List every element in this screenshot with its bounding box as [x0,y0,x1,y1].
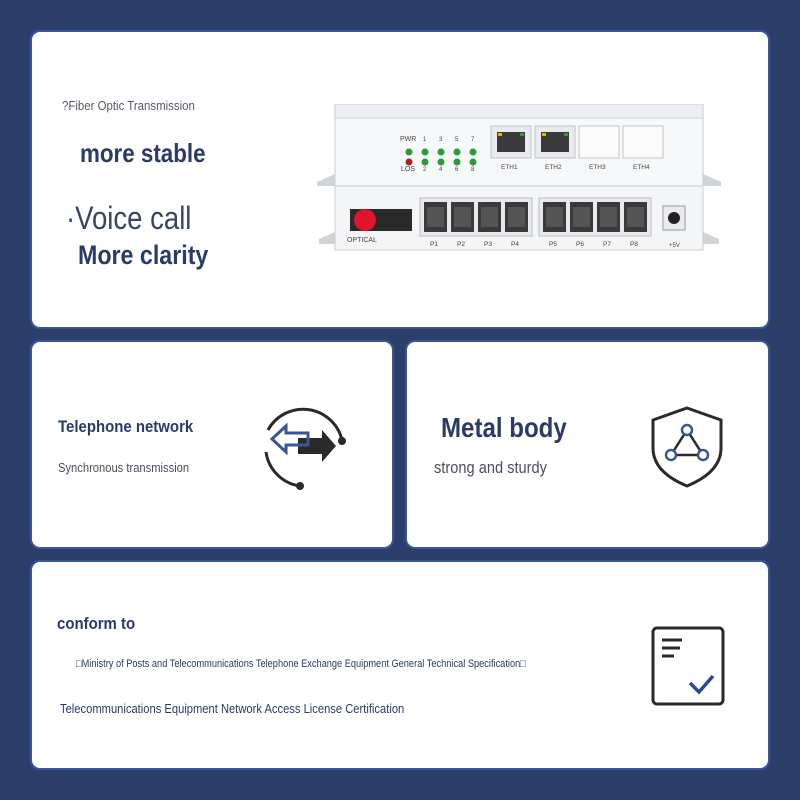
led-indicators: PWR LOS [400,136,416,173]
led-label: 2 [423,167,427,173]
channel-leds: 1 2 3 4 5 6 7 8 [421,137,477,173]
led-channel [469,148,477,156]
phone-port-label: P7 [603,241,611,248]
optical-connector [354,209,376,231]
rj11-socket [627,207,644,227]
port-led [498,133,502,136]
chassis-top [334,104,704,119]
mount-bracket [703,174,721,186]
conform-card: conform to □Ministry of Posts and Teleco… [30,560,770,770]
voice-call-label: ·Voice call [66,200,192,236]
metal-subtitle: strong and sturdy [434,458,547,477]
shield-triangle-icon [651,406,723,488]
led-channel [469,158,477,166]
port-led [564,133,568,136]
rj45-socket [497,132,525,152]
metal-body-card: Metal body strong and sturdy [405,340,770,549]
ethernet-port-label: ETH1 [501,164,518,171]
phone-port-label: P6 [576,241,584,248]
led-channel [453,158,461,166]
led-channel [453,148,461,156]
stable-label: more stable [80,138,206,168]
metal-title: Metal body [441,412,567,443]
device-image: PWR LOS 1 2 3 4 5 6 7 8 ETH1 ETH2 ETH3 ETH4 OPTICA… [317,104,721,251]
led-channel [421,148,429,156]
telephone-title: Telephone network [58,417,194,436]
led-label: 1 [423,137,427,143]
rj11-socket [454,207,471,227]
document-check-icon [651,626,725,706]
rj11-socket [508,207,525,227]
transfer-arrows-icon [264,407,346,490]
led-label: 6 [455,167,459,173]
led-channel [421,158,429,166]
mount-bracket [319,232,335,244]
phone-port-label: P3 [484,241,492,248]
fiber-label: ?Fiber Optic Transmission [62,98,195,113]
rj11-socket [600,207,617,227]
rj11-socket [546,207,563,227]
led-label: 4 [439,167,443,173]
phone-port-label: P2 [457,241,465,248]
phone-port-label: P5 [549,241,557,248]
rj11-socket [427,207,444,227]
ethernet-port [622,125,664,159]
led-pwr [405,148,413,156]
phone-ports: P1 P2 P3 P4 P5 P6 P7 P8 [424,202,647,248]
led-label-los: LOS [401,166,415,173]
spec-text: □Ministry of Posts and Telecommunication… [76,658,526,670]
power-label: +5V [669,243,680,249]
ethernet-port [578,125,620,159]
rj11-socket [573,207,590,227]
mount-bracket [317,174,335,186]
port-led [520,133,524,136]
license-text: Telecommunications Equipment Network Acc… [60,701,405,716]
ethernet-port-label: ETH3 [589,164,606,171]
ethernet-ports: ETH1 ETH2 ETH3 ETH4 [490,125,664,171]
hero-card: ?Fiber Optic Transmission more stable ·V… [30,30,770,329]
led-label: 7 [471,137,475,143]
port-led [542,133,546,136]
phone-port-label: P1 [430,241,438,248]
ethernet-port-label: ETH2 [545,164,562,171]
led-label: 5 [455,137,459,143]
led-channel [437,148,445,156]
phone-port-label: P4 [511,241,519,248]
rj45-socket [541,132,569,152]
rj11-socket [481,207,498,227]
phone-port-label: P8 [630,241,638,248]
ethernet-port-label: ETH4 [633,164,650,171]
power-jack [668,212,680,224]
clarity-label: More clarity [78,240,209,270]
led-channel [437,158,445,166]
led-label: 8 [471,167,475,173]
telephone-card: Telephone network Synchronous transmissi… [30,340,394,549]
led-label-pwr: PWR [400,136,416,143]
optical-label: OPTICAL [347,237,377,244]
led-label: 3 [439,137,443,143]
led-los [405,158,413,166]
conform-title: conform to [57,614,136,633]
telephone-subtitle: Synchronous transmission [58,460,190,475]
mount-bracket [703,232,719,244]
